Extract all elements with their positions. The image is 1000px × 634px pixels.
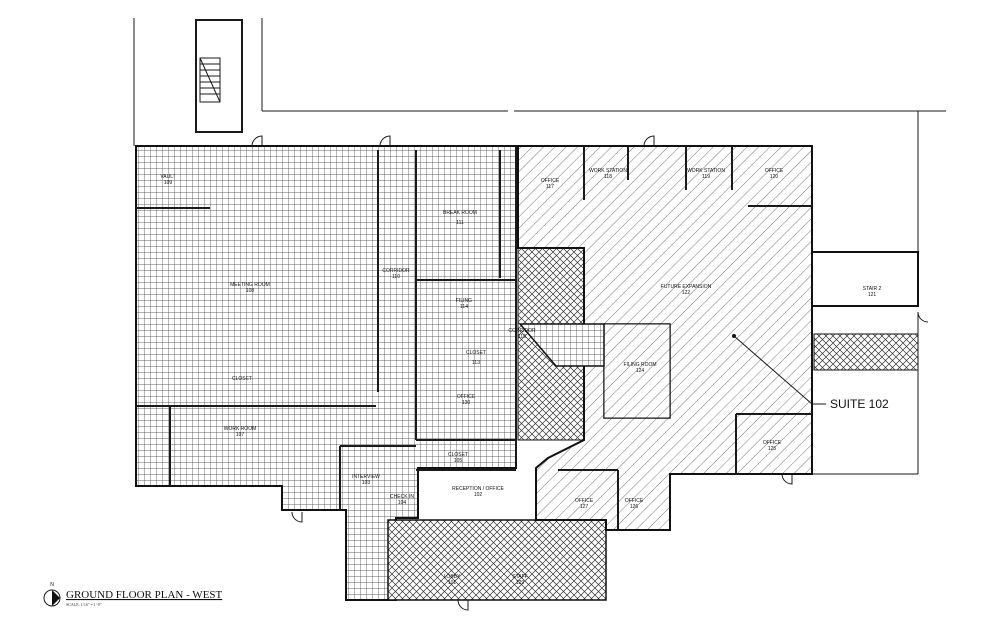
room-num-corridor: 110 <box>392 274 400 280</box>
room-label-reception: RECEPTION / OFFICE <box>452 486 504 492</box>
room-num-filing-124: 124 <box>636 368 645 374</box>
room-label-filing: FILING <box>456 298 472 304</box>
room-label-office-120: OFFICE <box>765 168 784 174</box>
room-label-future: FUTURE EXPANSION <box>661 284 712 290</box>
room-num-closet-2: 113 <box>472 360 480 366</box>
room-num-checkin: 104 <box>398 500 407 506</box>
room-label-stair-2: STAIR 2 <box>863 286 882 292</box>
room-num-staff: 129 <box>516 580 525 586</box>
room-label-office-125: OFFICE <box>763 440 782 446</box>
room-label-closet-3: CLOSET <box>448 452 468 458</box>
room-num-break: 111 <box>456 220 464 226</box>
plan-title: GROUND FLOOR PLAN - WEST <box>66 589 223 601</box>
room-label-office-130: OFFICE <box>457 394 476 400</box>
room-label-vault: VAULT <box>160 174 175 180</box>
room-num-corridor-116: 116 <box>518 334 526 340</box>
room-num-vault: 109 <box>164 180 173 186</box>
room-label-closet-2: CLOSET <box>466 350 486 356</box>
room-label-workroom: WORK ROOM <box>224 426 257 432</box>
room-label-office-127: OFFICE <box>575 498 594 504</box>
room-num-ws-118: 118 <box>604 174 612 180</box>
room-num-filing: 114 <box>460 304 468 310</box>
suite-callout: SUITE 102 <box>732 334 889 411</box>
room-label-corridor: CORRIDOR <box>382 268 410 274</box>
room-num-office-120: 120 <box>770 174 779 180</box>
room-num-office-130: 130 <box>462 400 471 406</box>
room-num-office-117: 117 <box>546 184 554 190</box>
title-block: N GROUND FLOOR PLAN - WEST SCALE: 1/16" … <box>43 582 223 607</box>
room-num-lobby: 101 <box>448 580 457 586</box>
room-label-closet-1: CLOSET <box>232 376 252 382</box>
north-label: N <box>50 582 54 588</box>
room-num-closet-3: 105 <box>454 458 463 464</box>
door-swings <box>251 135 929 611</box>
room-label-meeting: MEETING ROOM <box>230 282 270 288</box>
room-labels: VAULT 109 MEETING ROOM 108 BREAK ROOM 11… <box>160 168 881 586</box>
room-num-future: 122 <box>682 290 691 296</box>
stair-tower <box>195 19 243 133</box>
interior-walls <box>136 146 812 530</box>
room-label-office-117: OFFICE <box>541 178 560 184</box>
room-label-lobby: LOBBY <box>444 574 461 580</box>
room-label-break: BREAK ROOM <box>443 210 477 216</box>
room-label-ws-119: WORK STATION <box>687 168 725 174</box>
scale-note: SCALE: 1/16" = 1'-0" <box>66 602 102 607</box>
room-num-meeting: 108 <box>246 288 255 294</box>
room-label-filing-124: FILING ROOM <box>623 362 656 368</box>
room-num-ws-119: 119 <box>702 174 710 180</box>
suite-callout-label: SUITE 102 <box>830 397 889 411</box>
room-num-office-125: 125 <box>768 446 777 452</box>
room-label-ws-118: WORK STATION <box>589 168 627 174</box>
room-num-reception: 102 <box>474 492 483 498</box>
room-num-office-127: 127 <box>580 504 589 510</box>
room-num-stair-2: 121 <box>868 292 877 298</box>
room-label-interview: INTERVIEW <box>352 474 380 480</box>
room-num-interview: 103 <box>362 480 371 486</box>
room-num-workroom: 107 <box>236 432 245 438</box>
room-label-staff: STAFF <box>512 574 527 580</box>
room-num-office-126: 126 <box>630 504 639 510</box>
suite-102-area <box>516 145 919 531</box>
room-label-office-126: OFFICE <box>625 498 644 504</box>
room-label-checkin: CHECK IN <box>390 494 414 500</box>
room-label-corridor-116: CORRIDOR <box>508 328 536 334</box>
cross-hatched-areas <box>387 247 919 601</box>
